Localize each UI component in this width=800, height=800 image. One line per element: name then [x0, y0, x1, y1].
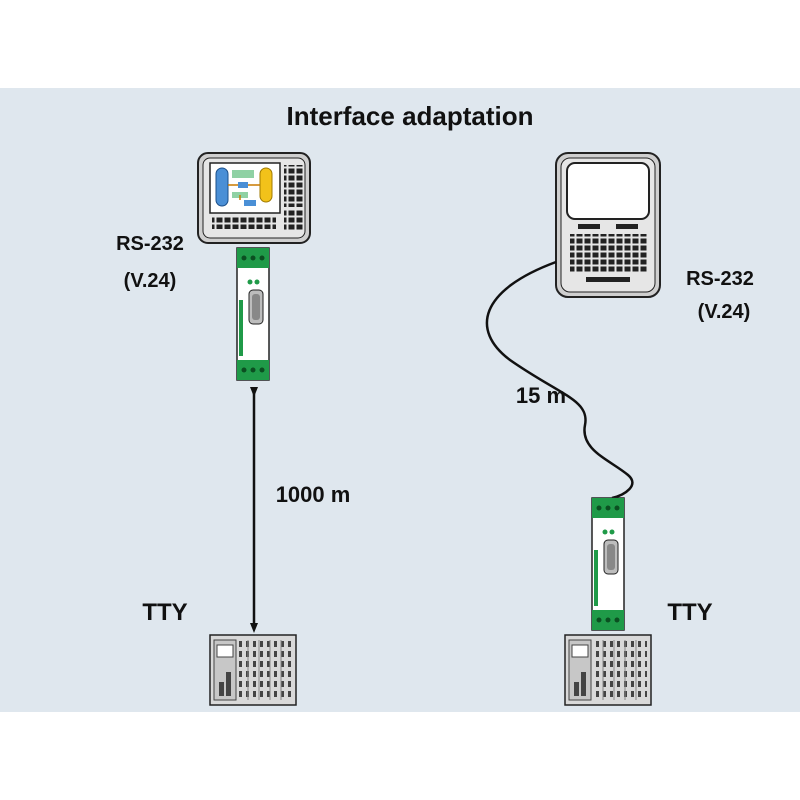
diagram-title: Interface adaptation — [286, 101, 533, 131]
right-device-label: TTY — [667, 599, 712, 626]
right-interface-label-line1: RS-232 — [686, 268, 754, 290]
left-interface-label-line1: RS-232 — [116, 233, 184, 255]
left-distance-label: 1000 m — [276, 482, 351, 507]
plc-rack-icon — [209, 634, 297, 706]
right-interface-label-line2: (V.24) — [698, 301, 751, 323]
operator-panel-icon — [197, 152, 311, 244]
serial-cable — [485, 260, 634, 500]
diagram-background — [0, 88, 800, 712]
right-distance-label: 15 m — [516, 383, 566, 408]
plc-rack-icon — [564, 634, 652, 706]
computer-terminal-icon — [555, 152, 661, 298]
interface-converter-module-icon — [236, 247, 270, 381]
left-interface-label-line2: (V.24) — [124, 270, 177, 292]
interface-converter-module-icon — [591, 497, 625, 631]
left-device-label: TTY — [142, 599, 187, 626]
